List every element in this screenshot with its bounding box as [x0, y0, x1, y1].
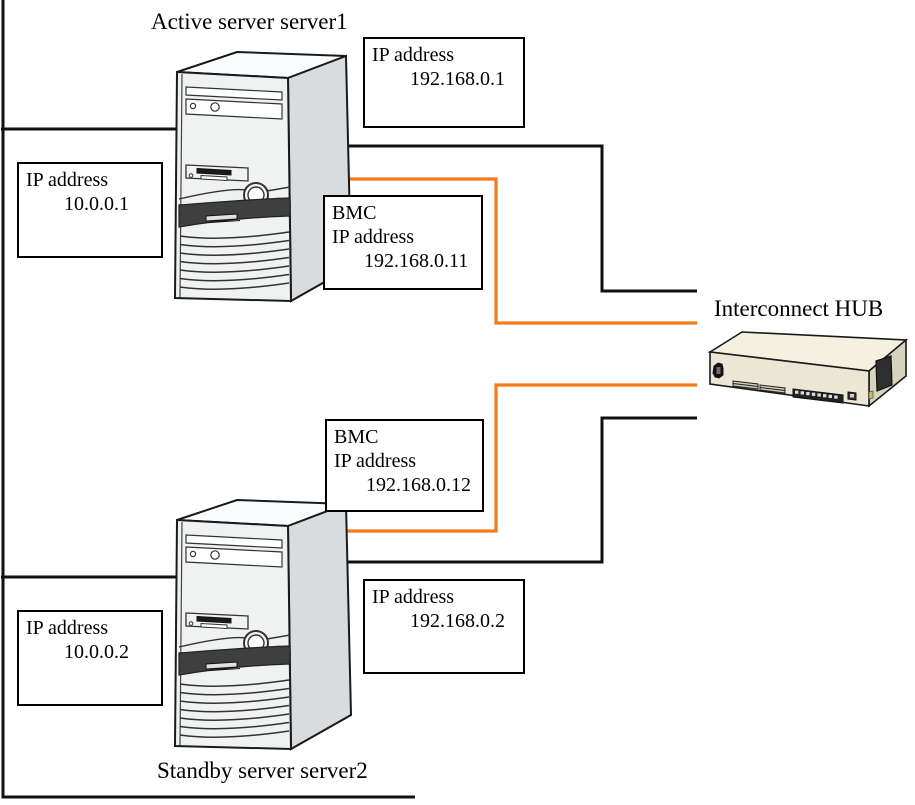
bmc-heading: BMC — [332, 202, 377, 224]
server2-tower-icon — [174, 499, 352, 750]
server2-interconnect-wire — [342, 416, 697, 564]
ip-label: IP address — [372, 44, 455, 66]
ip-box-server2-public: IP address 10.0.0.2 — [17, 610, 163, 706]
ip-value: 192.168.0.11 — [364, 250, 469, 272]
ip-value: 192.168.0.12 — [366, 474, 471, 496]
ip-label: IP address — [372, 586, 455, 608]
hub-uplink-port-icon — [847, 391, 857, 401]
ip-label: IP address — [334, 450, 417, 472]
ip-box-server2-interconnect: IP address 192.168.0.2 — [363, 579, 525, 674]
ip-box-server1-interconnect: IP address 192.168.0.1 — [363, 37, 525, 128]
ip-label: IP address — [332, 226, 415, 248]
server1-interconnect-wire — [342, 144, 697, 293]
ip-value: 192.168.0.1 — [410, 68, 505, 90]
public-network-trunk-wire — [1, 0, 415, 799]
hub-aui-port-icon — [712, 362, 724, 379]
network-hub-icon — [707, 331, 909, 408]
label-standby-server: Standby server server2 — [157, 758, 368, 783]
ip-box-server1-bmc: BMC IP address 192.168.0.11 — [323, 195, 483, 290]
ip-value: 10.0.0.1 — [64, 193, 129, 215]
ip-label: IP address — [26, 169, 109, 191]
server2-bmc-wire — [342, 383, 697, 533]
ip-value: 10.0.0.2 — [64, 641, 129, 663]
label-active-server: Active server server1 — [151, 9, 348, 34]
ip-label: IP address — [26, 617, 109, 639]
ip-box-server2-bmc: BMC IP address 192.168.0.12 — [325, 419, 484, 512]
hub-side-connector-icon — [875, 355, 893, 392]
ip-value: 192.168.0.2 — [410, 610, 505, 632]
label-interconnect-hub: Interconnect HUB — [714, 296, 884, 321]
bmc-heading: BMC — [334, 426, 379, 448]
server1-bmc-wire — [342, 177, 697, 325]
hub-side-tab — [868, 390, 874, 400]
ip-box-server1-public: IP address 10.0.0.1 — [17, 162, 163, 258]
wires — [1, 0, 697, 799]
hub-vent-slots — [732, 380, 786, 394]
hub-port-row-icon — [792, 388, 844, 404]
